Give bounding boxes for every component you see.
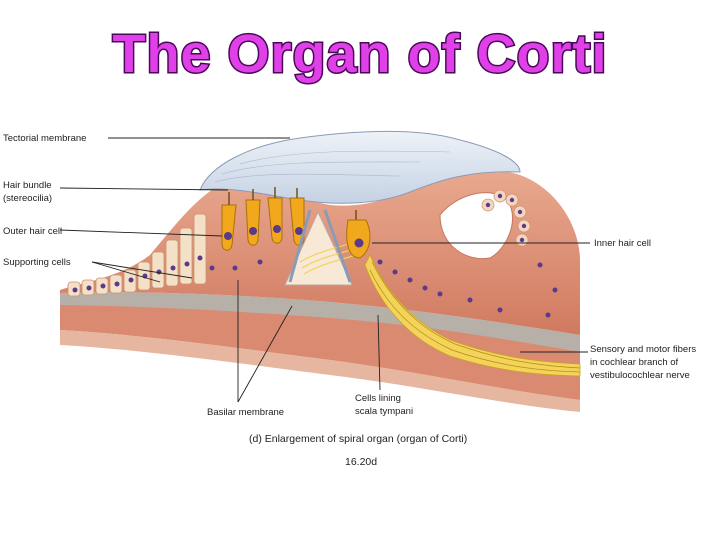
outer-hair-cell [221,204,237,251]
cochlear-nerve-fibers [364,254,581,377]
label-sensory-motor-1: Sensory and motor fibers [590,344,696,355]
outer-hair-cells [221,197,305,251]
figure-number: 16.20d [345,456,377,468]
label-stereocilia: (stereocilia) [3,193,52,204]
outer-hair-cell [267,197,283,244]
label-basilar-membrane: Basilar membrane [207,407,284,418]
label-supporting-cells: Supporting cells [3,257,71,268]
scala-tympani-tissue [60,303,580,400]
label-hair-bundle: Hair bundle [3,180,52,191]
tectorial-fibers [214,150,451,183]
label-sensory-motor-3: vestibulocochlear nerve [590,370,690,381]
page-title: The Organ of Corti [113,24,608,84]
nerve-fiber-lines [369,261,581,373]
title-banner: The Organ of Corti [111,23,608,86]
basilar-membrane [60,292,580,352]
leader-lines [59,137,590,403]
label-cells-lining-2: scala tympani [355,406,413,417]
label-outer-hair-cell: Outer hair cell [3,226,62,237]
outer-hair-cell [245,199,261,246]
hair-bundles [228,187,357,220]
lower-tissue-band [60,330,580,412]
label-tectorial-membrane: Tectorial membrane [3,133,86,144]
label-sensory-motor-2: in cochlear branch of [590,357,679,368]
label-inner-hair-cell: Inner hair cell [594,238,651,249]
label-cells-lining-1: Cells lining [355,393,401,404]
figure-caption: (d) Enlargement of spiral organ (organ o… [249,433,467,445]
inner-hair-cell [346,219,371,259]
cell-nuclei [72,193,558,318]
inner-sulcus [439,192,513,260]
pillar-cells [288,209,352,283]
